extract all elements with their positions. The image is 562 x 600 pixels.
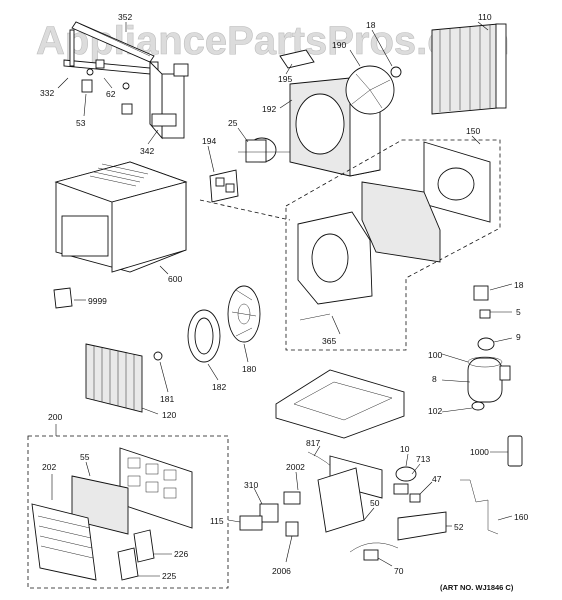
callout-102: 102 [428, 406, 442, 416]
callout-225: 225 [162, 571, 176, 581]
callout-120: 120 [162, 410, 176, 420]
callout-202: 202 [42, 462, 56, 472]
callout-2006: 2006 [272, 566, 291, 576]
callout-713: 713 [416, 454, 430, 464]
callout-182: 182 [212, 382, 226, 392]
callout-53: 53 [76, 118, 86, 128]
callout-52: 52 [454, 522, 464, 532]
callout-194: 194 [202, 136, 216, 146]
callout-342: 342 [140, 146, 154, 156]
callout-47: 47 [432, 474, 442, 484]
callout-2002: 2002 [286, 462, 305, 472]
callout-9: 9 [516, 332, 521, 342]
callout-160: 160 [514, 512, 528, 522]
callout-9999: 9999 [88, 296, 107, 306]
callout-1000: 1000 [470, 447, 489, 457]
front-frame-assembly [57, 21, 189, 145]
condenser-coil [431, 21, 507, 115]
compressor-assembly [441, 283, 513, 413]
callout-190: 190 [332, 40, 346, 50]
callout-5: 5 [516, 307, 521, 317]
callout-18: 18 [514, 280, 524, 290]
callout-365: 365 [322, 336, 336, 346]
blower-housing-assembly [279, 29, 402, 177]
callout-70: 70 [394, 566, 404, 576]
cabinet [54, 161, 188, 275]
callout-8: 8 [432, 374, 437, 384]
callout-226: 226 [174, 549, 188, 559]
callout-115: 115 [210, 516, 224, 526]
callout-50: 50 [370, 498, 380, 508]
fan-motor-assembly [199, 127, 291, 221]
callout-192: 192 [262, 104, 276, 114]
label-9999 [53, 287, 86, 309]
base-pan [275, 369, 405, 439]
callout-labels: 352 332 62 53 342 195 190 18 110 192 194… [40, 12, 528, 581]
evaporator-coil [85, 343, 159, 415]
callout-817: 817 [306, 438, 320, 448]
shroud-box-150 [285, 135, 501, 351]
callout-25: 25 [228, 118, 238, 128]
callout-100: 100 [428, 350, 442, 360]
callout-18-top: 18 [366, 20, 376, 30]
callout-180: 180 [242, 364, 256, 374]
front-panel-box-200 [27, 424, 229, 589]
callout-181: 181 [160, 394, 174, 404]
control-assembly [227, 435, 523, 567]
condenser-fan-assembly [153, 285, 261, 393]
callout-55: 55 [80, 452, 90, 462]
art-number: (ART NO. WJ1846 C) [440, 583, 514, 592]
callout-600: 600 [168, 274, 182, 284]
callout-62: 62 [106, 89, 116, 99]
callout-332: 332 [40, 88, 54, 98]
callout-310: 310 [244, 480, 258, 490]
callout-10: 10 [400, 444, 410, 454]
watermark-text: AppliancePartsPros.com [36, 19, 510, 63]
callout-200: 200 [48, 412, 62, 422]
callout-195: 195 [278, 74, 292, 84]
callout-352: 352 [118, 12, 132, 22]
callout-110: 110 [478, 12, 492, 22]
callout-150: 150 [466, 126, 480, 136]
